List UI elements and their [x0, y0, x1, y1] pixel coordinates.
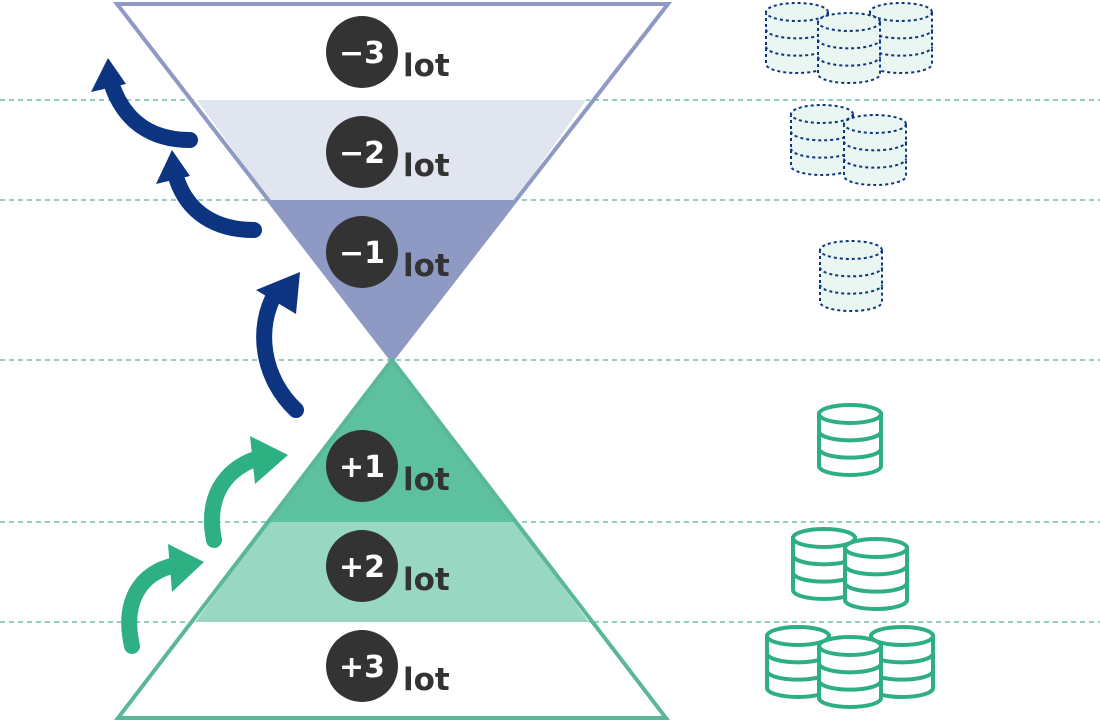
coin-stack-icon	[843, 114, 907, 186]
coin-stack-icon	[843, 537, 909, 611]
lot-change-value: −3	[339, 36, 385, 71]
lot-unit-label: lot	[403, 248, 450, 284]
lot-change-value: +1	[339, 450, 385, 485]
badge-circle	[326, 116, 398, 188]
arrowhead-icon	[168, 544, 204, 592]
curved-arrow-icon	[105, 80, 198, 148]
badge-circle	[326, 16, 398, 88]
negative-triangle-outline	[112, 1, 673, 364]
curved-arrow-icon	[256, 284, 304, 418]
arrowhead-icon	[156, 150, 190, 184]
badge-circle	[326, 216, 398, 288]
lot-badge: −1 lot	[326, 216, 450, 288]
lot-unit-label: lot	[403, 462, 450, 498]
coin-stack-icon	[817, 403, 883, 477]
positive-band-plus-1	[269, 360, 515, 522]
positive-triangle-outline	[113, 356, 671, 720]
curved-arrow-icon	[169, 172, 262, 238]
lot-badge: −3 lot	[326, 16, 450, 88]
arrowhead-icon	[250, 436, 288, 484]
arrowhead-icon	[91, 58, 126, 92]
lot-change-value: −2	[339, 136, 385, 171]
curved-arrow-icon	[121, 557, 184, 654]
coin-stack-icon	[819, 240, 883, 312]
lot-unit-label: lot	[403, 562, 450, 598]
lot-badge: +1 lot	[326, 430, 450, 502]
badge-circle	[326, 430, 398, 502]
coin-stacks	[765, 2, 935, 709]
arrowhead-icon	[256, 272, 300, 314]
lot-badge: −2 lot	[326, 116, 450, 188]
arrows	[91, 58, 304, 654]
lot-unit-label: lot	[403, 48, 450, 84]
lot-unit-label: lot	[403, 662, 450, 698]
lot-change-value: +2	[339, 550, 385, 585]
coin-stack-icon	[817, 635, 883, 709]
lot-change-value: +3	[339, 650, 385, 685]
lot-badge: +3 lot	[326, 630, 450, 702]
badge-circle	[326, 630, 398, 702]
lot-badge: +2 lot	[326, 530, 450, 602]
negative-band-minus-1	[269, 200, 515, 360]
curved-arrow-icon	[203, 450, 266, 548]
badge-circle	[326, 530, 398, 602]
lot-change-value: −1	[339, 236, 385, 271]
coin-stack-icon	[790, 104, 854, 176]
coin-stack-icon	[817, 12, 881, 84]
lot-badges: −3 lot −2 lot −1 lot +1 lot +2 lot +3 lot	[326, 16, 450, 702]
lot-unit-label: lot	[403, 148, 450, 184]
